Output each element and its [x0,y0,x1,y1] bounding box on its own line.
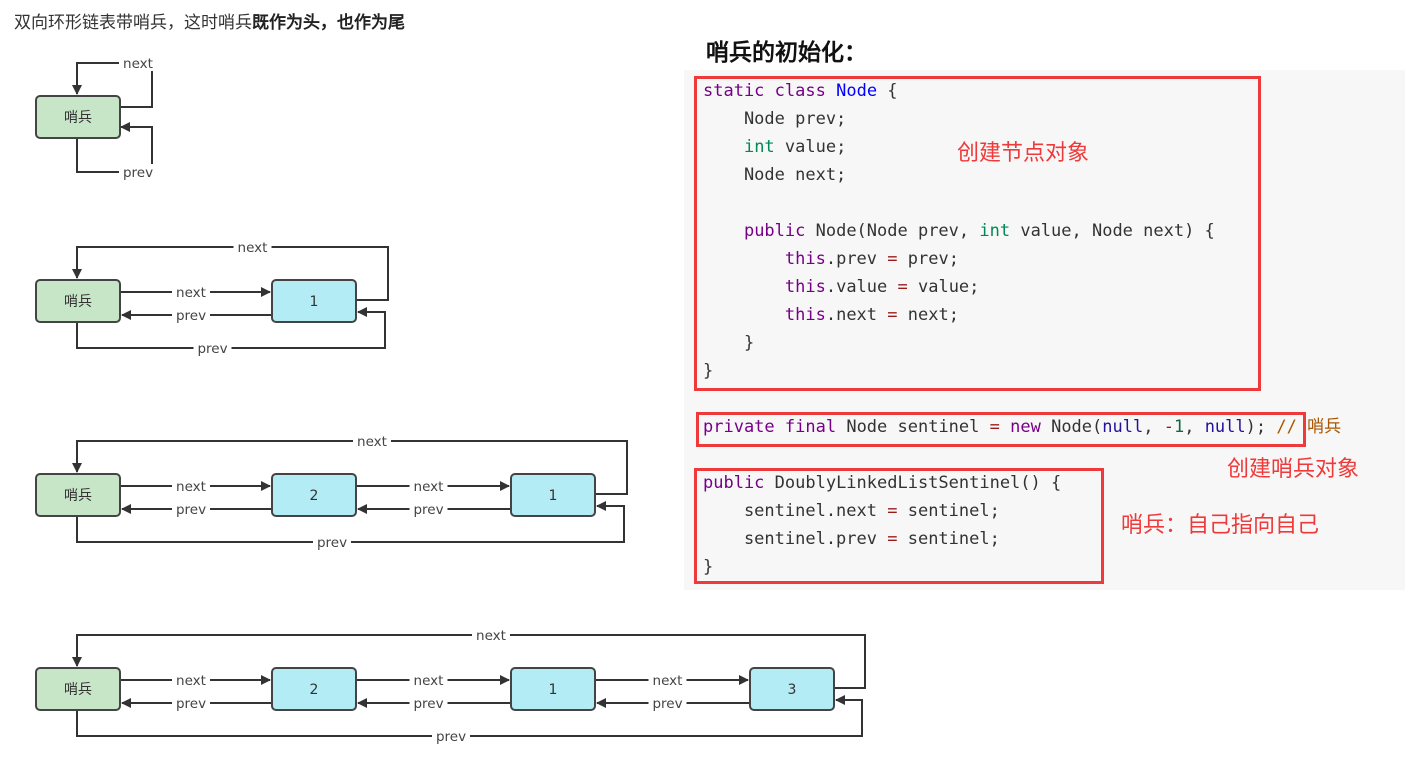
loop-prev-arrow-1 [76,307,386,349]
intro-plain: 双向环形链表带哨兵，这时哨兵 [14,13,252,33]
link-next-label-2-1: next [414,479,444,495]
node-box-3-2 [749,667,835,711]
loop-next-label-2-bg [353,433,391,449]
node-box-3-2-label: 3 [788,682,797,698]
loop-prev-label-3: prev [436,729,466,745]
node-box-2-1-label: 1 [549,488,558,504]
constructor-code: public DoublyLinkedListSentinel() { sent… [703,473,1062,577]
loop-next-arrow-1 [72,246,389,301]
sentinel-box-1 [35,279,121,323]
node-box-2-0 [271,473,357,517]
loop-next-label-3: next [476,628,506,644]
sentinel-box-0-label: 哨兵 [64,110,92,126]
sentinel-box-2 [35,473,121,517]
link-next-label-2-0-bg [172,478,210,494]
sentinel-box-1-label: 哨兵 [64,294,92,310]
self-pointing-annotation: 哨兵：自己指向自己 [1121,513,1320,538]
link-next-label-3-1-bg [409,672,448,688]
node-box-3-1-label: 1 [549,682,558,698]
node-box-1-0 [271,279,357,323]
init-title: 哨兵的初始化： [706,40,867,66]
loop-next-label-1-bg [233,239,272,255]
loop-next-arrow-3 [72,634,866,689]
node-class-code: static class Node { Node prev; int value… [703,81,1215,381]
link-prev-label-3-1-bg [409,695,448,711]
node-box-2-1 [510,473,596,517]
node-box-3-1 [510,667,596,711]
loop-next-label-2: next [357,434,387,450]
intro-text: 双向环形链表带哨兵，这时哨兵既作为头，也作为尾 [14,8,405,33]
create-sentinel-annotation: 创建哨兵对象 [1227,457,1360,482]
link-prev-label-1-0-bg [172,307,210,323]
link-next-label-3-1: next [414,673,444,689]
link-next-label-3-2: next [653,673,683,689]
loop-prev-label-1-bg [193,340,232,356]
link-prev-label-3-2: prev [652,696,682,712]
sentinel-field-code: private final Node sentinel = new Node(n… [703,417,1342,437]
link-prev-label-2-1: prev [413,502,443,518]
loop-prev-label-2-bg [313,534,351,550]
loop-prev-label-3-bg [432,728,470,744]
sentinel-box-0 [35,95,121,139]
loop-next-label-3-bg [472,627,510,643]
link-prev-label-2-0: prev [176,502,206,518]
link-prev-label-1-0: prev [176,308,206,324]
loop-next-label-1: next [238,240,268,256]
link-prev-label-3-0-bg [172,695,210,711]
create-node-annotation: 创建节点对象 [957,141,1090,166]
sentinel-field-highlight [696,412,1306,447]
link-prev-label-3-1: prev [413,696,443,712]
loop-next-arrow-2 [72,440,628,495]
node-box-2-0-label: 2 [310,488,319,504]
node-box-3-0-label: 2 [310,682,319,698]
self-prev-label-bg [119,164,157,180]
node-class-highlight [694,76,1261,391]
sentinel-box-2-label: 哨兵 [64,488,92,504]
link-next-label-3-0: next [176,673,206,689]
link-next-label-1-0: next [176,285,206,301]
link-next-label-2-0: next [176,479,206,495]
intro-bold: 既作为头，也作为尾 [252,13,405,33]
link-next-label-2-1-bg [409,478,448,494]
link-next-label-1-0-bg [172,284,210,300]
linked-list-diagram: next prev 哨兵 next prev next prev 哨兵 1 next prev nex… [35,55,866,745]
link-prev-label-2-1-bg [409,501,448,517]
sentinel-box-3-label: 哨兵 [64,682,92,698]
self-prev-label: prev [123,165,153,181]
link-prev-label-3-0: prev [176,696,206,712]
node-box-1-0-label: 1 [310,294,319,310]
link-next-label-3-2-bg [648,672,687,688]
constructor-highlight [694,468,1104,584]
loop-prev-arrow-2 [76,501,625,543]
link-prev-label-2-0-bg [172,501,210,517]
self-next-label-bg [119,55,157,71]
code-block [684,70,1405,590]
self-next-label: next [123,56,153,72]
node-box-3-0 [271,667,357,711]
loop-prev-label-2: prev [317,535,347,551]
link-prev-label-3-2-bg [648,695,687,711]
link-next-label-3-0-bg [172,672,210,688]
loop-prev-arrow-3 [76,695,863,737]
sentinel-box-3 [35,667,121,711]
loop-prev-label-1: prev [197,341,227,357]
